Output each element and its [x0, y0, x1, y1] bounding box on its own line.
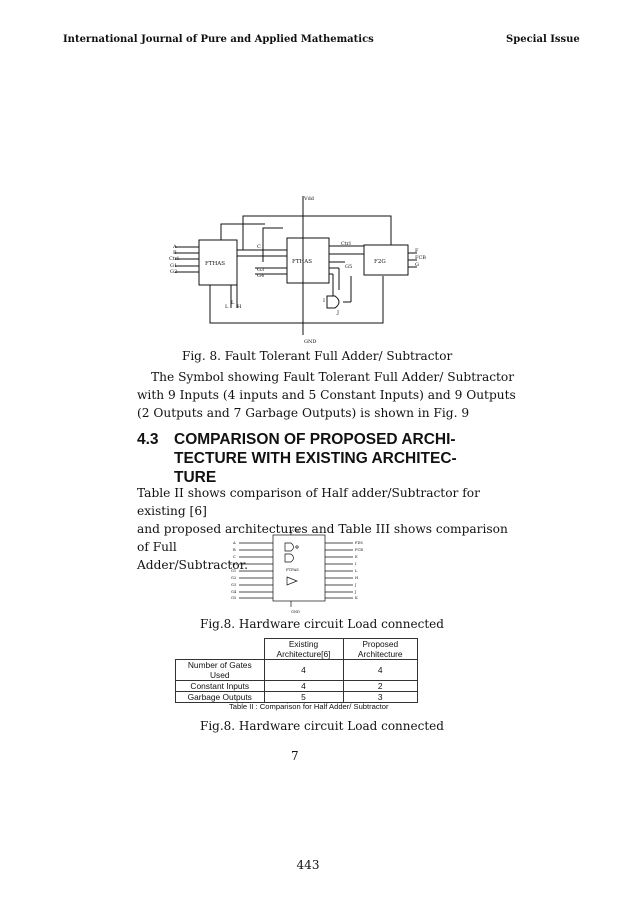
buffer-icon: [286, 576, 298, 586]
svg-text:B: B: [233, 548, 236, 552]
svg-text:G3: G3: [231, 583, 237, 587]
table-row: Number of Gates Used 4 4: [175, 659, 418, 681]
fthas-block-2: [286, 237, 330, 284]
f2g-block: [363, 244, 409, 276]
table-row: Constant Inputs 4 2: [175, 680, 418, 692]
paragraph-table-intro: Table II shows comparison of Half adder/…: [137, 486, 508, 572]
table-header-existing: Existing Architecture[6]: [263, 638, 344, 660]
table-header-row: Existing Architecture[6] Proposed Archit…: [176, 638, 418, 660]
section-number: 4.3: [137, 431, 159, 448]
svg-text:L: L: [231, 300, 235, 306]
block1-label: FTHAS: [205, 261, 225, 267]
svg-text:F: F: [415, 248, 419, 254]
svg-text:G4: G4: [231, 590, 237, 594]
issue-label: Special Issue: [506, 34, 580, 45]
block3-label: F2G: [374, 259, 386, 265]
svg-text:FDS: FDS: [355, 541, 363, 545]
ftfas-chip-symbol: Vdd GND FTFAS A B C Ctrl G1 G2 G3 G4 G5 …: [230, 529, 363, 614]
svg-text:FCB: FCB: [355, 548, 363, 552]
full-adder-subtractor-schematic: Vdd GND FTHAS FTHAS F2G A B Ctrl G1 G2 C…: [169, 196, 426, 345]
svg-text:G1: G1: [231, 569, 236, 573]
gnd-label: GND: [304, 339, 316, 345]
inverter-bubble-icon: [295, 545, 299, 549]
table-row: Garbage Outputs 5 3: [175, 691, 418, 703]
svg-text:J: J: [354, 590, 357, 594]
figure1-caption: Fig. 8. Fault Tolerant Full Adder/ Subtr…: [182, 349, 453, 363]
comparison-table: Existing Architecture[6] Proposed Archit…: [175, 638, 418, 703]
svg-text:A: A: [172, 244, 177, 250]
svg-text:FCB: FCB: [415, 255, 426, 261]
svg-text:GND: GND: [291, 610, 300, 614]
svg-text:A: A: [232, 541, 236, 545]
svg-text:E: E: [355, 555, 358, 559]
svg-text:H: H: [355, 576, 358, 580]
svg-text:Ctrl: Ctrl: [230, 562, 238, 566]
svg-text:I: I: [323, 298, 325, 304]
page-mark: 7: [291, 749, 299, 763]
fthas-block-1: [198, 239, 238, 286]
table-figure-caption: Fig.8. Hardware circuit Load connected: [200, 719, 444, 733]
and-gate-icon: [326, 295, 340, 309]
and-gate-icon: [284, 542, 294, 552]
svg-text:I: I: [355, 562, 357, 566]
svg-text:H: H: [237, 304, 242, 310]
figure2-caption: Fig.8. Hardware circuit Load connected: [200, 617, 444, 631]
section-title: COMPARISON OF PROPOSED ARCHI- TECTURE WI…: [174, 431, 457, 486]
svg-text:G5: G5: [231, 596, 237, 600]
svg-text:J: J: [336, 310, 339, 316]
svg-text:Ctrl: Ctrl: [169, 256, 179, 262]
svg-text:FTFAS: FTFAS: [286, 567, 299, 572]
svg-text:G5: G5: [345, 264, 352, 270]
paragraph-symbol-description: The Symbol showing Fault Tolerant Full A…: [137, 370, 516, 420]
chip-body: [272, 534, 326, 602]
svg-text:Vdd: Vdd: [291, 529, 300, 533]
svg-text:K: K: [355, 596, 358, 600]
svg-text:G: G: [415, 262, 419, 268]
svg-text:G1: G1: [170, 263, 177, 269]
svg-text:C: C: [257, 244, 261, 250]
table-header-proposed: Proposed Architecture: [342, 638, 418, 660]
svg-text:B: B: [173, 250, 177, 256]
svg-text:Ctrl: Ctrl: [341, 241, 351, 247]
svg-text:G3: G3: [257, 267, 264, 273]
svg-text:G2: G2: [170, 269, 177, 275]
page-number: 443: [296, 858, 320, 872]
block2-label: FTHAS: [292, 259, 312, 265]
svg-text:C: C: [233, 555, 236, 559]
svg-text:G4: G4: [257, 273, 264, 279]
vdd-label: Vdd: [303, 196, 315, 202]
journal-title: International Journal of Pure and Applie…: [63, 34, 374, 45]
table-caption: Table II : Comparison for Half Adder/ Su…: [229, 702, 389, 711]
svg-text:L: L: [355, 569, 358, 573]
svg-text:L: L: [225, 304, 229, 310]
svg-text:G2: G2: [231, 576, 236, 580]
and-gate-icon: [284, 553, 294, 563]
svg-text:J: J: [354, 583, 357, 587]
